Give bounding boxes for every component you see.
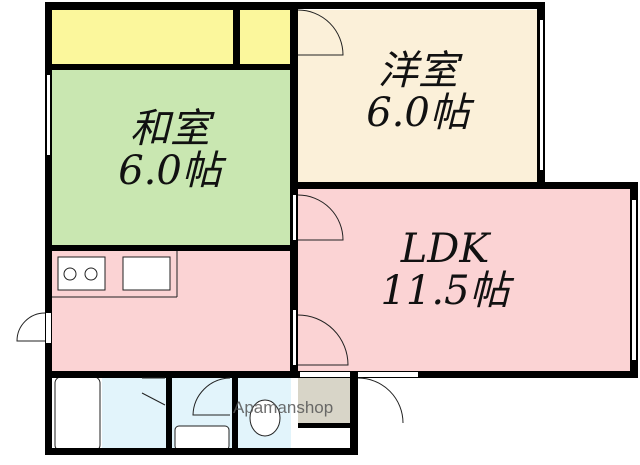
- room-label-youshitsu: 洋室 6.0帖: [318, 50, 518, 134]
- stove: [57, 256, 106, 291]
- burner-icon: [63, 267, 77, 281]
- ldk-size: 11.5帖: [380, 268, 510, 314]
- kitchen-sink: [122, 256, 171, 291]
- youshitsu-floor: [298, 10, 538, 183]
- washitsu-name: 和室: [130, 106, 210, 152]
- washitsu-size: 6.0帖: [118, 148, 222, 194]
- storage: [298, 378, 350, 423]
- door-swings: [16, 9, 404, 424]
- washbasin: [174, 425, 230, 451]
- closet-small: [240, 10, 292, 65]
- ldk-name: LDK: [400, 226, 490, 272]
- watermark: Apamanshop: [233, 398, 334, 417]
- closet: [52, 10, 234, 65]
- ldk-floor: [298, 189, 632, 371]
- room-label-washitsu: 和室 6.0帖: [70, 108, 270, 192]
- youshitsu-size: 6.0帖: [366, 90, 470, 136]
- washitsu-floor: [52, 70, 292, 246]
- youshitsu-name: 洋室: [378, 48, 458, 94]
- burner-icon: [84, 267, 98, 281]
- washroom-floor: [102, 378, 166, 454]
- toilet: [249, 399, 281, 437]
- bathtub: [54, 376, 101, 452]
- room-label-ldk: LDK 11.5帖: [345, 228, 545, 312]
